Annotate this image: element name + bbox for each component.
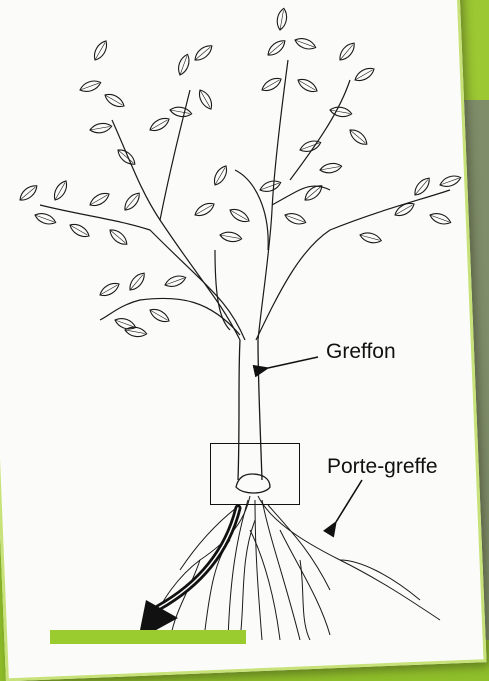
graft-union-box — [210, 443, 300, 505]
scion-label: Greffon — [326, 340, 396, 364]
tree-illustration — [0, 0, 489, 640]
bottom-green-tab — [50, 630, 246, 644]
rootstock-label: Porte-greffe — [327, 455, 438, 479]
curved-down-arrow-icon — [138, 508, 238, 640]
branches — [40, 60, 450, 340]
porte-greffe-leader-arrow — [336, 480, 362, 522]
greffon-leader-arrow — [268, 357, 318, 368]
roots — [150, 496, 440, 640]
